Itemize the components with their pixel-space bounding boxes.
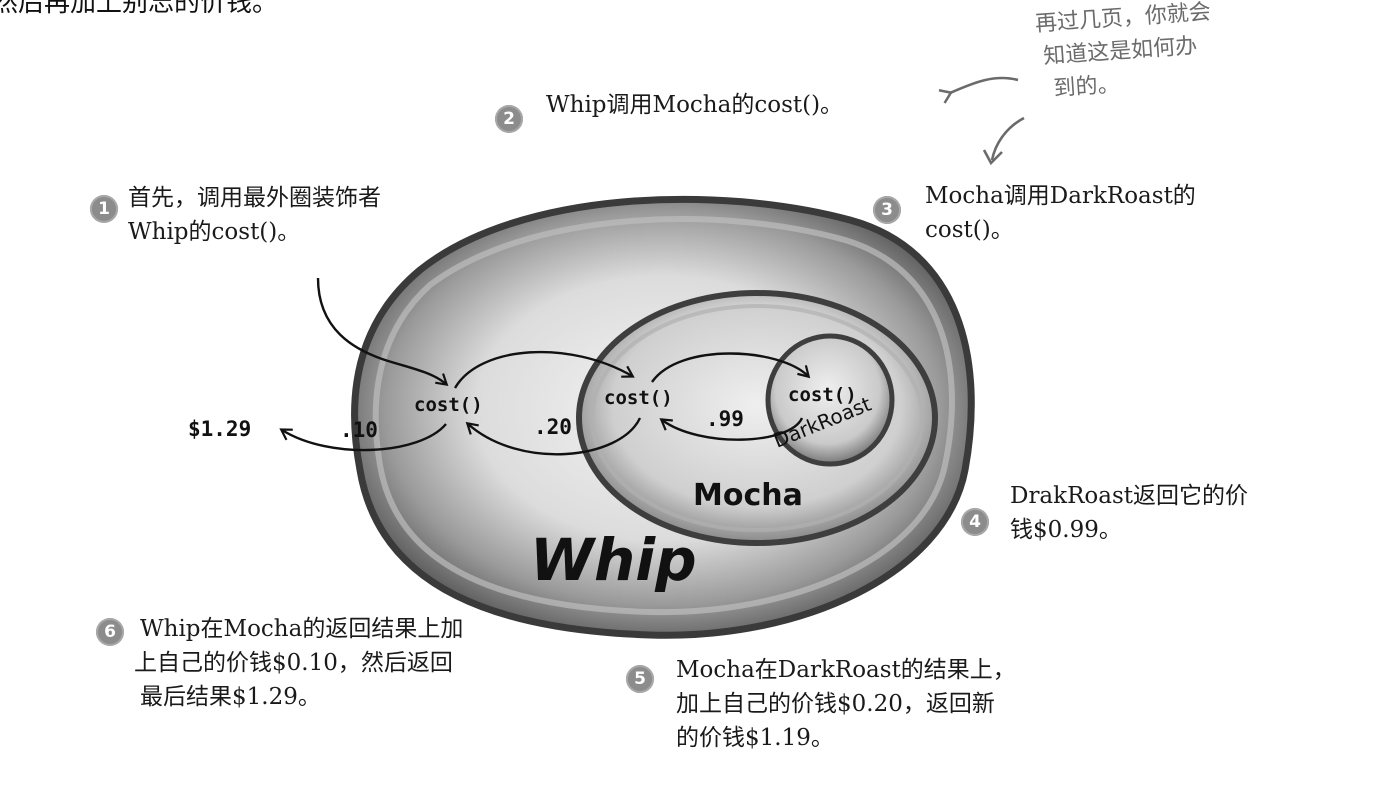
step-6-text: Whip在Mocha的返回结果上加 上自己的价钱$0.10，然后返回 最后结果$… (134, 612, 464, 714)
value-mocha-add: .20 (534, 415, 572, 439)
step-4-badge: 4 (961, 508, 989, 536)
step-1-text: 首先，调用最外圈装饰者 Whip的cost()。 (128, 181, 381, 249)
step-3-line-2: cost()。 (925, 217, 1014, 243)
step-1-badge: 1 (90, 195, 118, 223)
step-2-badge: 2 (495, 105, 523, 133)
return-arrow-darkroast-to-mocha (659, 417, 804, 441)
method-label-darkroast: cost() (788, 384, 857, 406)
return-arrow-mocha-to-whip (465, 417, 642, 456)
step-5-line-3: 的价钱$1.19。 (676, 725, 834, 751)
step-4-line-1: DrakRoast返回它的价 (1010, 483, 1249, 509)
step-1-line-1: 首先，调用最外圈装饰者 (128, 185, 381, 211)
step-1-line-2: Whip的cost()。 (128, 219, 301, 245)
return-arrow-whip-to-caller (279, 423, 447, 452)
step-5-badge: 5 (626, 665, 654, 693)
step-4-text: DrakRoast返回它的价 钱$0.99。 (1010, 479, 1248, 547)
step-5-line-2: 加上自己的价钱$0.20，返回新 (676, 691, 995, 717)
step-6-line-3: 最后结果$1.29。 (140, 684, 321, 710)
step-6-line-1: Whip在Mocha的返回结果上加 (140, 616, 464, 642)
note-arrow-left (950, 76, 1019, 93)
value-darkroast: .99 (706, 407, 744, 431)
value-final: $1.29 (188, 417, 251, 441)
method-label-mocha: cost() (604, 387, 673, 409)
mocha-label: Mocha (693, 478, 803, 513)
whip-label: Whip (530, 526, 697, 594)
step-5-text: Mocha在DarkRoast的结果上， 加上自己的价钱$0.20，返回新 的价… (676, 653, 1016, 755)
step-2-line-1: Whip调用Mocha的cost()。 (546, 92, 844, 118)
step-3-badge: 3 (873, 196, 901, 224)
step-2-text: Whip调用Mocha的cost()。 (546, 88, 843, 122)
page-top-line: 然后再加上别忘的价钱。 (0, 0, 279, 18)
call-arrow-whip-to-mocha (453, 350, 635, 389)
method-label-whip: cost() (414, 394, 483, 416)
step-6-badge: 6 (96, 618, 124, 646)
note-arrow-down (990, 116, 1025, 161)
call-arrow-start (316, 277, 449, 387)
step-5-line-1: Mocha在DarkRoast的结果上， (676, 657, 1016, 683)
step-3-line-1: Mocha调用DarkRoast的 (925, 183, 1196, 209)
value-whip-add: .10 (340, 418, 378, 442)
step-4-line-2: 钱$0.99。 (1010, 517, 1122, 543)
step-6-line-2: 上自己的价钱$0.10，然后返回 (134, 650, 453, 676)
step-3-text: Mocha调用DarkRoast的 cost()。 (925, 179, 1196, 247)
call-arrow-mocha-to-darkroast (651, 352, 811, 383)
handwritten-note: 再过几页，你就会 知道这是如何办 到的。 (1034, 0, 1216, 107)
